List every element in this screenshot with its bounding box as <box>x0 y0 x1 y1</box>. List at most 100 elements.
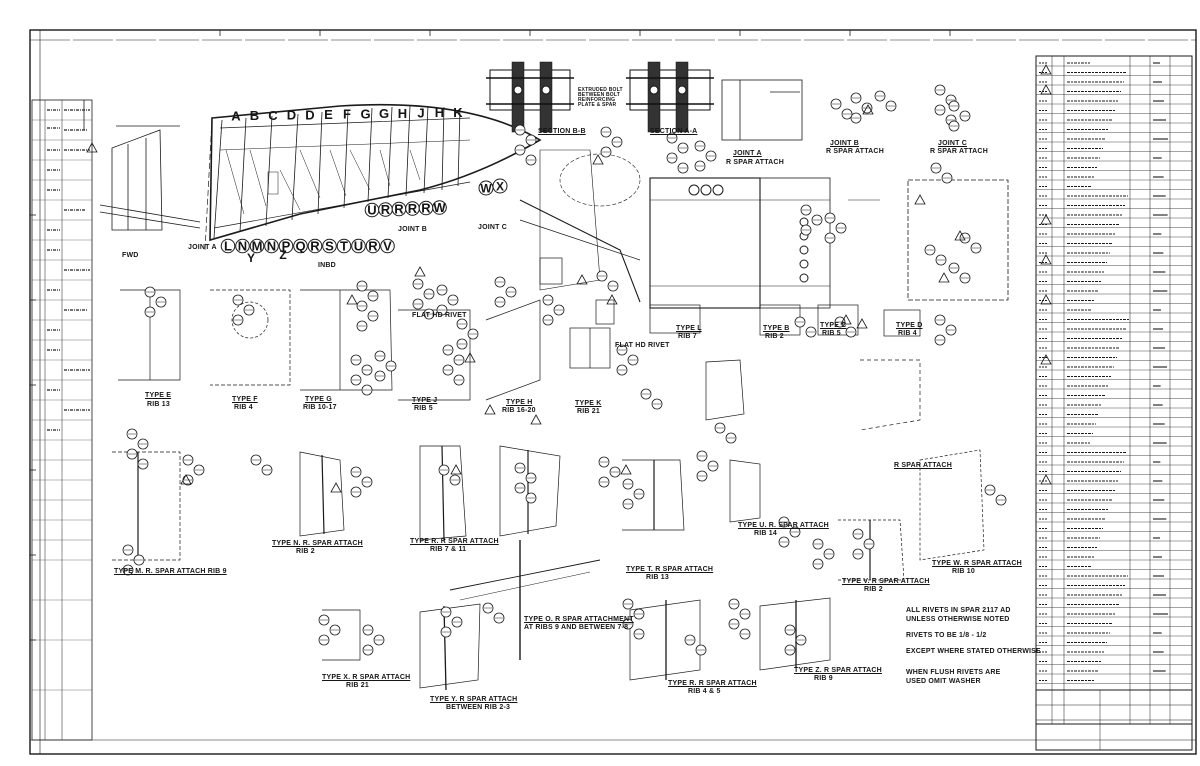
rib-letter-bottom-10: R <box>365 239 381 254</box>
general-note-2: RIVETS TO BE 1/8 - 1/2 <box>906 632 987 639</box>
revision-triangle-6 <box>606 294 618 305</box>
callout-cluster-40 <box>696 450 719 482</box>
callout-cluster-22 <box>436 284 459 316</box>
revision-triangle-23 <box>862 104 874 115</box>
callout-cluster-20 <box>356 280 379 332</box>
rib-letter-top-3: D <box>287 108 296 123</box>
revision-triangles <box>86 64 1052 493</box>
rib-letter-top-12: K <box>453 105 463 120</box>
revision-triangle-14 <box>1040 214 1052 225</box>
type-f-label: TYPE F <box>232 396 258 403</box>
type-zz-label: TYPE Z. R SPAR ATTACH <box>794 667 882 674</box>
rib-letter-bottom-9: U <box>351 239 366 254</box>
svg-text:X: X <box>496 180 504 194</box>
type-f-sub: RIB 4 <box>234 404 253 411</box>
rib-letter-top-6: F <box>343 107 351 122</box>
type-x-label: TYPE X. R SPAR ATTACH <box>322 674 411 681</box>
rib-letter-top-8: G <box>379 106 389 121</box>
callout-cluster-23 <box>456 318 479 350</box>
type-w-sub: RIB 10 <box>952 568 975 575</box>
callout-cluster-6 <box>830 98 853 120</box>
rib-letter-bottom-11: V <box>380 239 395 254</box>
section-aa-fitting <box>626 61 714 133</box>
type-b-sub: RIB 2 <box>765 333 784 340</box>
callout-cluster-5 <box>874 90 897 112</box>
revision-triangle-21 <box>450 464 462 475</box>
svg-text:U: U <box>367 203 376 218</box>
type-l-sub: RIB 7 <box>678 333 697 340</box>
rib-letter-top-4: D <box>305 107 314 122</box>
callout-cluster-36 <box>438 464 461 486</box>
type-w-label: TYPE W. R SPAR ATTACH <box>932 560 1022 567</box>
svg-text:G: G <box>379 106 389 121</box>
svg-text:G: G <box>360 106 370 121</box>
svg-text:K: K <box>453 105 463 120</box>
callout-cluster-37 <box>514 462 537 504</box>
svg-text:R: R <box>381 202 391 217</box>
rib-letter-z: Z <box>279 248 286 262</box>
joint-c-label: JOINT C <box>478 224 508 231</box>
rib-letter-bottom-4: P <box>278 239 294 254</box>
callout-cluster-10 <box>824 212 847 244</box>
callout-cluster-53 <box>784 624 807 656</box>
revision-triangle-20 <box>330 482 342 493</box>
callout-cluster-26 <box>374 350 397 382</box>
revision-triangle-16 <box>1040 294 1052 305</box>
type-zz-sub: RIB 9 <box>814 675 833 682</box>
rib-letter-y: Y <box>247 251 255 265</box>
rib-letter-aft-5: W <box>432 200 447 215</box>
rib-letter-top-0: A <box>231 109 241 124</box>
callout-cluster-31 <box>640 388 663 410</box>
callout-cluster-4 <box>850 92 873 124</box>
rib-letter-top-9: H <box>398 106 407 121</box>
callout-cluster-17 <box>959 232 982 254</box>
revision-triangle-19 <box>180 474 192 485</box>
joint-b-top-sub: R SPAR ATTACH <box>826 148 884 155</box>
svg-text:N: N <box>267 239 276 254</box>
spar-attach-details <box>112 359 985 691</box>
revision-triangle-4 <box>484 404 496 415</box>
type-rr-label: TYPE R. R SPAR ATTACH <box>668 680 757 687</box>
wing-plan-view <box>204 103 542 251</box>
joint-a-rear-label: JOINT A <box>733 150 762 157</box>
revision-triangle-8 <box>840 314 852 325</box>
callout-cluster-34 <box>250 454 273 476</box>
type-y-label: TYPE Y. R SPAR ATTACH <box>430 696 518 703</box>
callout-cluster-11 <box>794 316 817 338</box>
rib-letter-bottom-8: T <box>336 239 352 254</box>
rib-letter-bottom-7: S <box>322 239 337 254</box>
rib-letter-bottom-1: N <box>235 239 250 254</box>
general-note-4: WHEN FLUSH RIVETS ARE USED OMIT WASHER <box>906 669 1001 686</box>
type-r-label: TYPE R. R SPAR ATTACH <box>410 538 499 545</box>
flat-hd-rivet-note: FLAT HD RIVET <box>615 342 670 349</box>
callout-cluster-8 <box>948 100 971 132</box>
type-r-sub: RIB 7 & 11 <box>430 546 467 553</box>
joint-a-label: JOINT A <box>188 244 217 251</box>
callout-cluster-33 <box>182 454 205 486</box>
callout-cluster-47 <box>362 624 385 656</box>
callout-cluster-38 <box>598 456 621 488</box>
callout-cluster-3 <box>694 140 717 172</box>
callout-cluster-28 <box>542 294 565 326</box>
type-e-sub: RIB 13 <box>147 401 170 408</box>
callout-cluster-54 <box>984 484 1007 506</box>
rib-letter-aft-0: U <box>364 203 380 218</box>
svg-text:H: H <box>398 106 407 121</box>
callout-cluster-1 <box>600 126 623 158</box>
svg-text:V: V <box>383 239 392 254</box>
joint-c-right-label: JOINT C <box>938 140 968 147</box>
joint-c-right-sub: R SPAR ATTACH <box>930 148 988 155</box>
svg-text:R: R <box>421 201 431 216</box>
type-k-label: TYPE K <box>575 400 602 407</box>
rib-letter-wx-1: X <box>492 178 508 194</box>
type-o-sub: AT RIBS 9 AND BETWEEN 7-8 <box>524 624 629 631</box>
revision-triangle-13 <box>1040 84 1052 95</box>
callout-cluster-29 <box>596 270 619 292</box>
rivet-callout-bubbles <box>122 84 1007 656</box>
svg-text:T: T <box>340 239 348 254</box>
svg-text:C: C <box>268 108 278 123</box>
type-g-sub: RIB 10-17 <box>303 404 337 411</box>
callout-cluster-14 <box>924 244 947 266</box>
